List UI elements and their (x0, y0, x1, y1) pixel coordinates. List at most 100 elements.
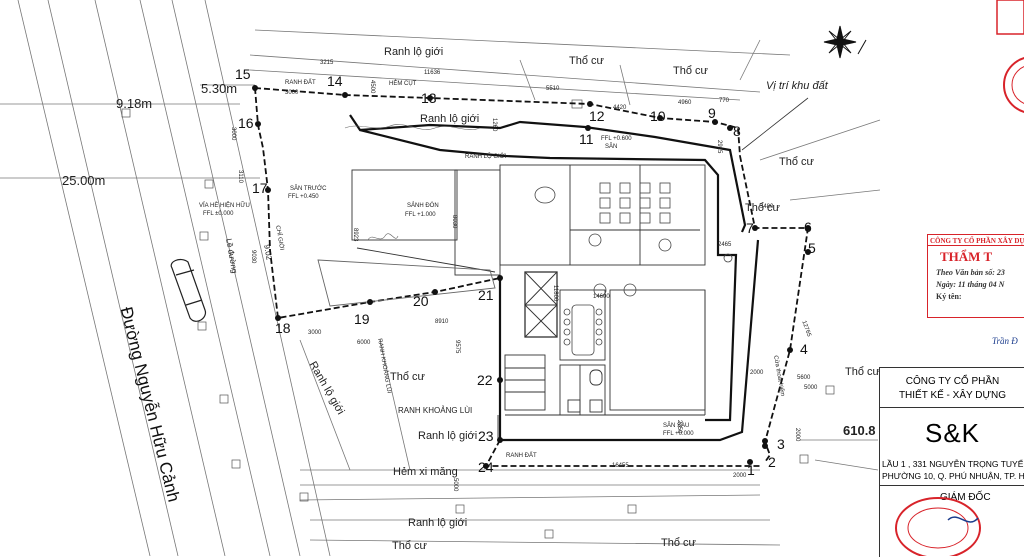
north-arrow-icon (823, 25, 867, 59)
neighbor-label: Thổ cư (392, 540, 427, 552)
point-19: 19 (354, 311, 370, 327)
company-address-2: PHƯỜNG 10, Q. PHÚ NHUẬN, TP. HCM (880, 471, 1024, 486)
dim-label: 11800 (552, 285, 558, 302)
sidewalk-dim-b: 5.30m (201, 81, 238, 96)
point-14: 14 (327, 73, 343, 89)
company-name-line1: CÔNG TY CỔ PHẦN (905, 376, 1000, 387)
stamp-signature: Trần Đ (992, 336, 1018, 346)
dim-label: 3110 (237, 170, 243, 183)
point-21: 21 (478, 287, 494, 303)
company-name-line2: THIẾT KẾ - XÂY DỰNG (880, 390, 1024, 408)
point-24: 24 (478, 459, 494, 475)
approval-stamp: CÔNG TY CỔ PHẦN XÂY DỰNG THẨM T Theo Văn… (927, 234, 1024, 318)
lobby-level: FFL +1.000 (405, 212, 436, 218)
neighbor-label: Thổ cư (569, 55, 604, 67)
neighbor-label: Thổ cư (845, 366, 880, 378)
setback-line-label: RANH KHOẢNG LÙI (398, 406, 473, 415)
point-16: 16 (238, 115, 254, 131)
dim-label: 3000 (308, 330, 322, 336)
red-circle-seal-icon (1003, 57, 1024, 113)
dim-label: 5000 (452, 478, 458, 492)
dim-label: 1260 (491, 118, 497, 132)
dim-label: 2000 (733, 473, 747, 479)
dim-label: 8030 (451, 215, 457, 229)
stamp-sign-label: Ký tên: (936, 292, 962, 301)
point-10: 10 (650, 108, 666, 124)
point-17: 17 (252, 180, 268, 196)
cement-alley-label: Hẻm xi măng (393, 466, 458, 478)
dim-label: 14600 (593, 294, 610, 300)
point-22: 22 (477, 372, 493, 388)
dim-label: 4960 (678, 100, 692, 106)
company-seal-icon (895, 497, 981, 556)
yard-level: FFL +0.600 (601, 136, 632, 142)
point-9: 9 (708, 105, 716, 121)
sidewalk-label: VỈA HÈ HIỆN HỮU (199, 203, 250, 209)
point-5: 5 (808, 240, 816, 256)
point-8: 8 (733, 123, 741, 139)
point-3: 3 (777, 436, 785, 452)
neighbor-label: Thổ cư (661, 537, 696, 549)
lobby-label: SẢNH ĐÓN (407, 203, 439, 209)
stamp-ref: Theo Văn bản số: 23 (936, 268, 1005, 277)
dim-label: 3215 (320, 60, 334, 66)
point-12: 12 (589, 108, 605, 124)
back-yard-label: SÂN SAU (663, 423, 690, 429)
dim-label: 8910 (435, 319, 449, 325)
road-boundary-small-label: RANH LỘ GIỚI (465, 154, 507, 160)
point-2: 2 (768, 454, 776, 470)
point-23: 23 (478, 428, 494, 444)
point-20: 20 (413, 293, 429, 309)
setback-dim: 9.02 (262, 243, 274, 261)
dim-label: 770 (719, 98, 730, 104)
dim-label: 8923 (352, 228, 358, 242)
front-yard-label: SÂN TRƯỚC (290, 186, 327, 192)
boundary-label: Ranh lộ giới (420, 113, 480, 125)
dim-label: 6000 (357, 340, 371, 346)
point-18: 18 (275, 320, 291, 336)
dim-label: 4500 (369, 80, 375, 94)
company-brand: S&K (924, 418, 981, 448)
neighbor-label: Thổ cư (390, 371, 425, 383)
back-yard-level: FFL +0.000 (663, 431, 694, 437)
front-yard-level: FFL +0.450 (288, 194, 319, 200)
dim-label: 2465 (718, 242, 732, 248)
point-6: 6 (804, 219, 812, 235)
dim-label: 5600 (797, 375, 811, 381)
title-block: CÔNG TY CỔ PHẦN THIẾT KẾ - XÂY DỰNG S&K … (879, 367, 1024, 557)
dead-end-alley-label: HẺM CỤT (389, 81, 417, 87)
sidewalk-dim-a: 9.18m (116, 96, 153, 111)
point-11: 11 (579, 131, 594, 147)
dim-label: 2050 (676, 420, 682, 434)
boundary-label: Ranh lộ giới (418, 430, 478, 442)
neighbor-label: Thổ cư (745, 202, 780, 214)
car-icon (170, 258, 207, 322)
dim-label: 16455 (612, 463, 629, 469)
dim-label: 9575 (454, 340, 460, 354)
dim-label: 3480 (760, 204, 774, 210)
boundary-label: Ranh lộ giới (408, 517, 468, 529)
dim-label: 5510 (546, 86, 560, 92)
dim-label: 3000 (285, 90, 299, 96)
company-address-1: LẦU 1 , 331 NGUYỄN TRỌNG TUYỂN (882, 459, 1024, 469)
stamp-date: Ngày: 11 tháng 04 N (936, 280, 1005, 289)
dim-label: 4420 (613, 105, 627, 111)
lot-line-label: RANH ĐẤT (285, 80, 316, 86)
point-4: 4 (800, 341, 808, 357)
top-red-seal-icon (996, 0, 1024, 35)
dim-label: 11636 (424, 70, 441, 76)
yard-label: SÂN (605, 144, 618, 150)
dim-label: 2915 (716, 140, 722, 154)
point-1: 1 (747, 462, 755, 478)
dim-label: 3000 (230, 127, 236, 141)
road-width-dim: 25.00m (62, 173, 106, 188)
lot-line-label: RANH ĐẤT (506, 453, 537, 459)
stamp-title: THẨM T (940, 249, 993, 264)
dim-label: 2000 (750, 370, 764, 376)
neighbor-label: Thổ cư (779, 156, 814, 168)
dim-label: 2000 (794, 428, 800, 442)
site-location-label: Vị trí khu đất (766, 80, 828, 92)
dim-label: 9030 (250, 250, 256, 264)
dim-label: 5000 (804, 385, 818, 391)
